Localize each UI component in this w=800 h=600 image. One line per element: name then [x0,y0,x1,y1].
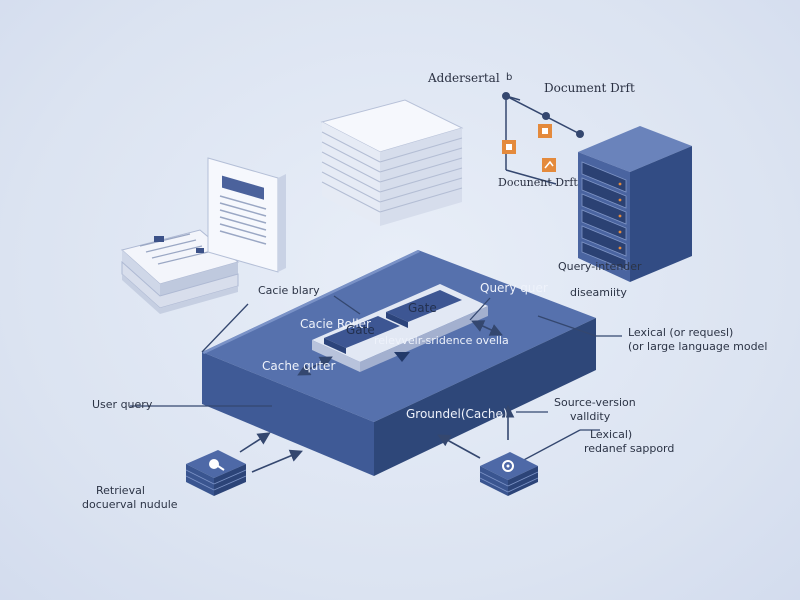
timeline-node [502,92,510,100]
label-retrieval: Retrieval [96,484,145,497]
label-cache-library: Cacie blary [258,284,320,297]
label-validity: valldity [570,410,611,423]
timeline-node [542,112,550,120]
label-document-drift-top: Document Drft [544,81,635,95]
grounded-cache-platform [202,250,596,476]
label-grounded-cache: Groundel(Cache) [406,407,508,421]
gate-block-left [324,316,400,348]
label-query-intender-2: diseamiity [570,286,627,299]
gear-icon [502,460,514,472]
label-lexical-2: Lexical) [590,428,633,441]
document-icon-dot [154,236,164,242]
label-adversarial-suffix: b [506,72,513,83]
support-module-block [479,452,539,496]
label-cache-router: Cacie Roller [300,317,371,331]
label-adversarial: Addersertal [428,71,500,85]
label-gate-right: Gate [408,301,437,315]
label-query-quer: Query quer [480,281,548,295]
merge-arrowhead [394,352,410,362]
label-document-module: docuerval nudule [82,498,178,511]
connector-lines [130,295,622,463]
retrieval-module-block [185,450,247,496]
label-query-intender: Query-intender [558,260,642,273]
label-large-language-model: (or large language model [628,340,768,353]
label-cache-quter: Cache quter [262,359,336,373]
label-relevance-overlay: relevvelr-sridence ovella [374,334,509,347]
label-relevance-support: redanef sappord [584,442,675,455]
document-version-icon [542,158,556,172]
label-gate-left: Gate [346,323,375,337]
document-stack-large [320,99,464,226]
label-lexical-request: Lexical (or requesl) [628,326,734,339]
document-page-standing [207,157,286,273]
flow-arrows [239,320,515,473]
gate-block-right [386,290,462,322]
cache-router-module [312,284,488,372]
server-rack [578,126,692,282]
timeline-node [576,130,584,138]
label-user-query: User query [92,398,153,411]
label-document-drift-bottom: Docunent Drft [498,176,578,189]
search-icon [209,459,219,469]
label-source-version: Source-version [554,396,636,409]
